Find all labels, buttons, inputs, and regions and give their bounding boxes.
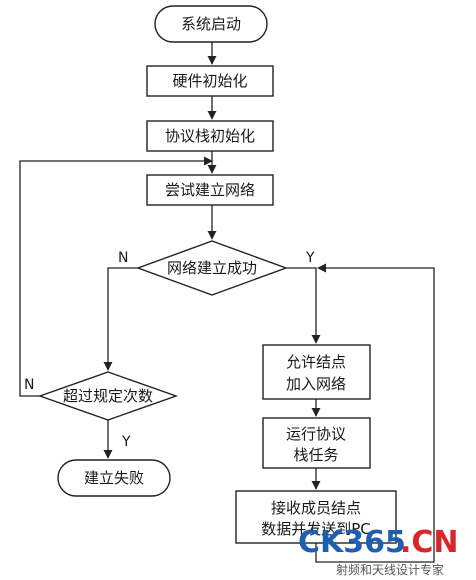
start-node: [154, 5, 268, 43]
hw-init-label: 硬件初始化: [172, 72, 247, 90]
fail-label: 建立失败: [84, 469, 144, 487]
stack-init-label: 协议栈初始化: [165, 127, 255, 145]
watermark-text-2: .CN: [400, 525, 459, 560]
arrow-recv-loop: [315, 263, 435, 563]
arrow-network-yes: [286, 267, 321, 344]
arrow-network-no: [103, 267, 138, 371]
receive-label-1: 接收成员结点: [271, 499, 361, 517]
watermark-subtitle: 射频和天线设计专家: [336, 562, 444, 577]
allow-join-label-2: 加入网络: [286, 375, 346, 393]
arrow-exceed-no: [19, 156, 213, 397]
receive-label-2: 数据并发送到PC: [261, 520, 371, 538]
exceed-label: 超过规定次数: [63, 387, 153, 405]
exceed-no-label: N: [24, 377, 34, 393]
network-yes-label: Y: [305, 250, 315, 266]
hw-init-node: [146, 65, 274, 97]
start-label: 系统启动: [181, 15, 241, 33]
watermark-text-1: CK365: [298, 525, 406, 560]
stack-init-node: [146, 120, 274, 152]
fail-node: [57, 459, 171, 497]
network-no-label: N: [118, 250, 128, 266]
network-ok-decision: [135, 240, 289, 296]
watermark: CK365 .CN 射频和天线设计专家: [298, 525, 459, 577]
run-task-label-1: 运行协议: [286, 425, 346, 443]
run-task-label-2: 栈任务: [293, 446, 338, 464]
allow-join-label-1: 允许结点: [286, 353, 346, 371]
try-network-label: 尝试建立网络: [165, 181, 255, 199]
try-network-node: [146, 174, 274, 206]
network-ok-label: 网络建立成功: [167, 259, 257, 277]
exceed-yes-label: Y: [121, 434, 131, 450]
